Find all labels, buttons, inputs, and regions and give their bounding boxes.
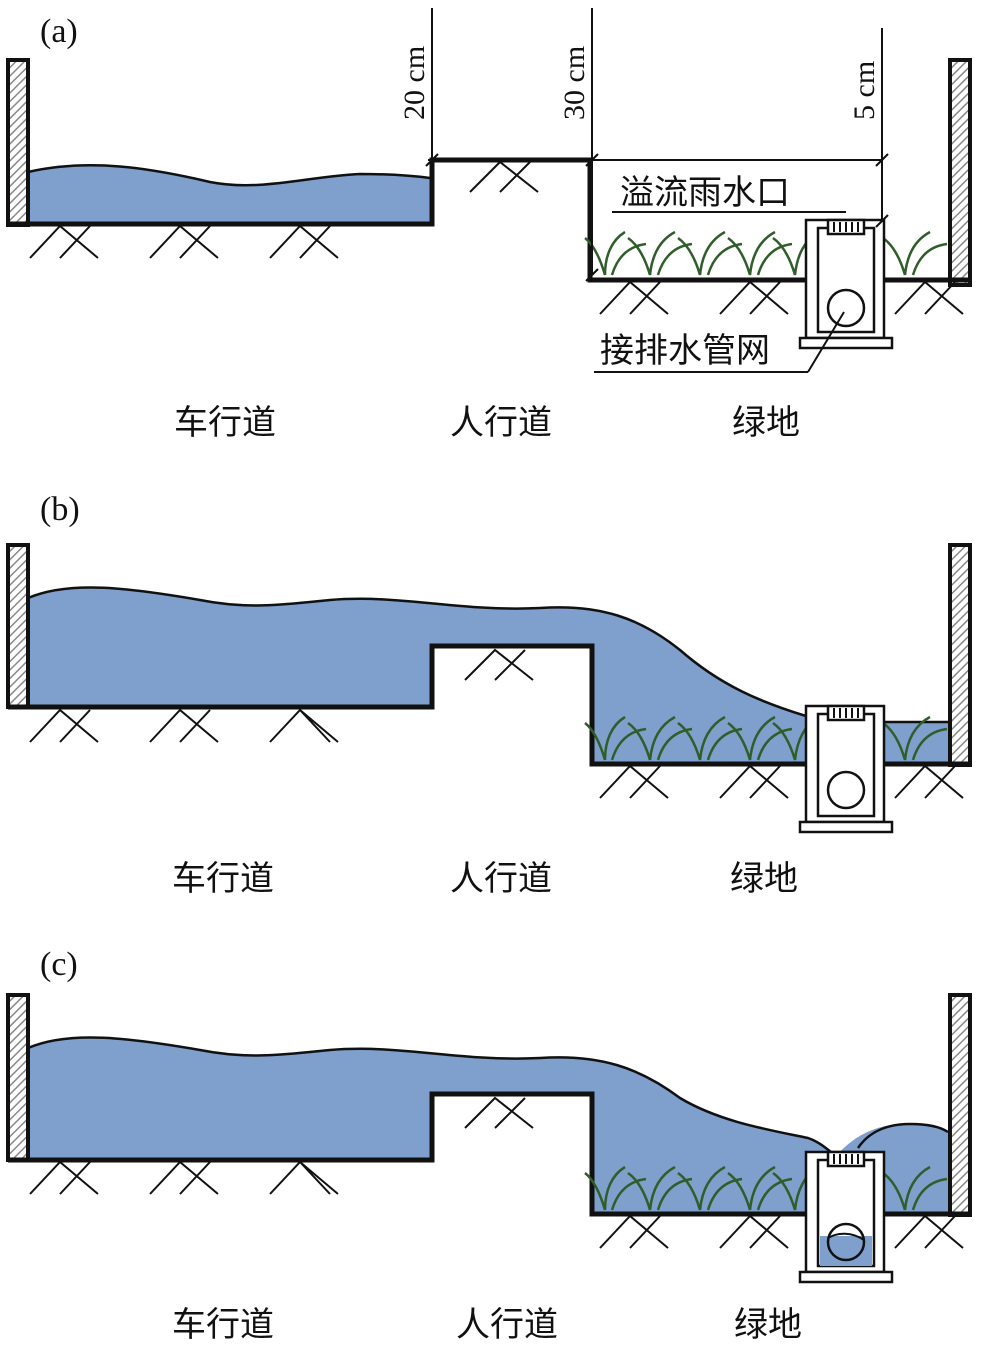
panel-c-label-road: 车行道 xyxy=(172,1305,274,1345)
panel-c-heavy-storm: (c) xyxy=(6,946,972,1345)
panel-b-moderate-storm: (b) xyxy=(6,491,972,899)
panel-c-water-surface xyxy=(27,1036,949,1157)
panel-a-label-sidewalk: 人行道 xyxy=(450,403,552,443)
panel-b-water-body xyxy=(28,587,948,762)
panel-b-overflow-inlet xyxy=(798,704,894,834)
panel-a-label-green: 绿地 xyxy=(732,403,800,443)
panel-c-tag: (c) xyxy=(40,946,78,983)
panel-b-label-sidewalk: 人行道 xyxy=(450,859,552,899)
panel-a-label-road: 车行道 xyxy=(174,403,276,443)
panel-c-ground-profile xyxy=(8,1091,970,1217)
panel-a-dry-weather: (a) xyxy=(6,8,972,443)
panel-b-water-surface xyxy=(27,586,948,724)
panel-a-soil-symbols xyxy=(29,160,964,315)
panel-a-tag: (a) xyxy=(40,13,78,50)
panel-c-right-wall xyxy=(948,993,972,1217)
panel-b-soil-symbols xyxy=(29,648,964,799)
panel-b-label-road: 车行道 xyxy=(172,859,274,899)
panel-b-ground-profile xyxy=(8,643,970,767)
panel-c-label-green: 绿地 xyxy=(734,1305,802,1345)
panel-c-pipe-water-surface xyxy=(827,1232,865,1241)
panel-b-grass xyxy=(584,715,948,761)
panel-a-callout-overflow-inlet: 溢流雨水口 xyxy=(620,173,790,213)
panel-a-dim-inlet: 5 cm xyxy=(848,61,881,120)
panel-a-dim-curb: 20 cm xyxy=(398,46,431,120)
panel-a-water-surface xyxy=(27,164,431,187)
panel-a-right-wall xyxy=(948,58,972,287)
panel-a-left-wall xyxy=(6,58,30,227)
panel-a-callout-drain-pipe: 接排水管网 xyxy=(600,331,770,371)
panel-b-tag: (b) xyxy=(40,491,80,528)
panel-c-left-wall xyxy=(6,993,30,1162)
panel-c-soil-symbols xyxy=(29,1096,964,1249)
panel-b-right-wall xyxy=(948,543,972,767)
panel-c-label-sidewalk: 人行道 xyxy=(456,1305,558,1345)
panel-b-left-wall xyxy=(6,543,30,709)
panel-c-water-body xyxy=(28,1037,948,1212)
panel-a-overflow-inlet xyxy=(798,218,894,350)
panel-a-callout-drain-pointer xyxy=(807,311,845,373)
panel-a-grass xyxy=(584,230,948,276)
panel-a-dim-green-depth: 30 cm xyxy=(558,46,591,120)
panel-a-road-water xyxy=(28,165,430,222)
panel-b-label-green: 绿地 xyxy=(730,859,798,899)
panel-c-drain-pipe xyxy=(826,1222,866,1262)
panel-a-dimension-lines xyxy=(425,8,889,282)
